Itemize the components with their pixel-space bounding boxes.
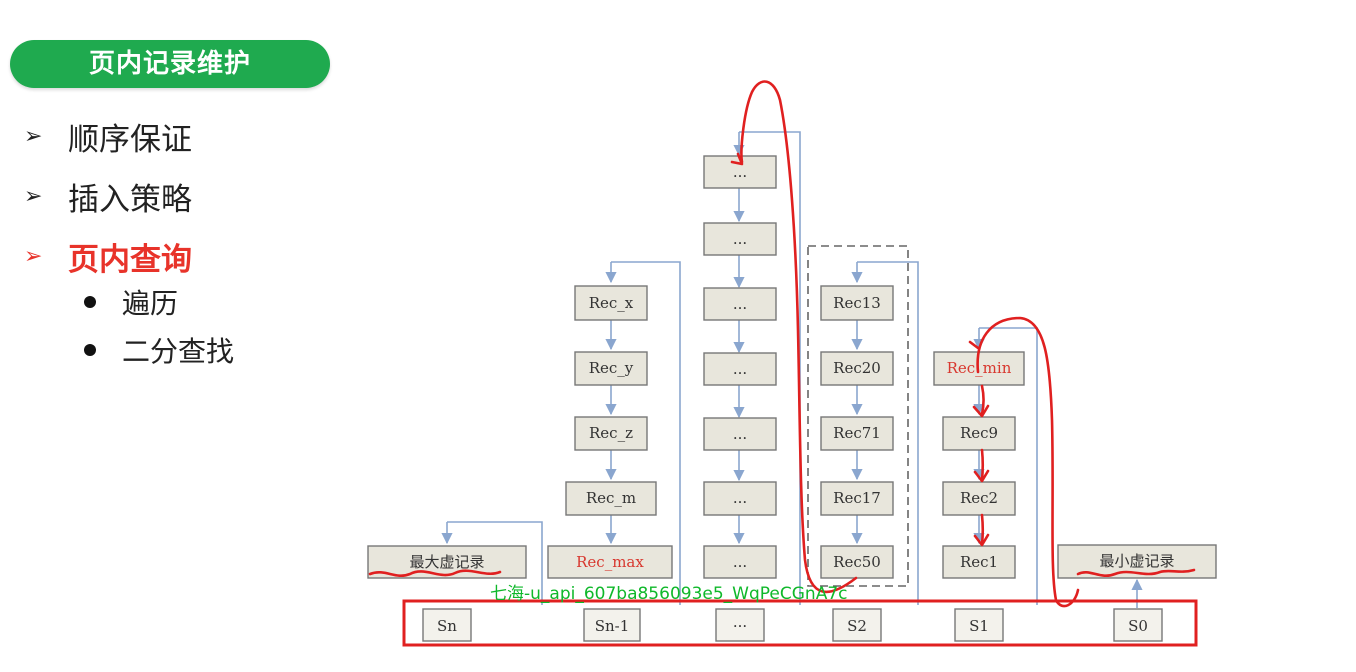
outline-item-insert: ➢ 插入策略	[24, 166, 192, 226]
outline-list: ➢ 顺序保证 ➢ 插入策略 ➢ 页内查询	[24, 106, 192, 286]
arrow-bullet-icon: ➢	[24, 243, 43, 269]
record-label: Rec_y	[589, 359, 634, 377]
record-label: Rec71	[833, 424, 881, 442]
slot-label: Sn	[437, 617, 457, 635]
record-box	[703, 417, 777, 451]
directory-slot	[954, 608, 1004, 642]
outline-item-label: 顺序保证	[68, 121, 192, 158]
directory-slot	[583, 608, 641, 642]
directory-slot	[1113, 608, 1163, 642]
section-title: 页内记录维护	[88, 49, 251, 79]
record-label: Rec20	[833, 359, 881, 377]
slot-label: ···	[733, 617, 747, 635]
slot-label: Sn-1	[595, 617, 630, 635]
record-box	[820, 481, 894, 516]
bullet-dot-icon	[84, 344, 96, 356]
arrow-bullet-icon: ➢	[24, 183, 43, 209]
record-label: ...	[733, 489, 747, 507]
record-box	[574, 416, 648, 451]
record-box-group-owner	[820, 545, 894, 579]
sub-item-traverse: 遍历	[84, 278, 234, 326]
sub-item-binary-search: 二分查找	[84, 326, 234, 374]
directory-slot	[422, 608, 472, 642]
outline-item-query: ➢ 页内查询	[24, 226, 192, 286]
record-box	[703, 352, 777, 386]
record-label: Rec_x	[589, 294, 634, 312]
record-label: Rec17	[833, 489, 881, 507]
record-label: Rec2	[960, 489, 998, 507]
record-box	[703, 481, 777, 516]
sub-item-label: 二分查找	[122, 335, 235, 368]
record-box	[703, 287, 777, 321]
slot-label: S2	[847, 617, 867, 635]
supremum-label: 最大虚记录	[409, 553, 484, 571]
record-box	[820, 351, 894, 386]
record-label: Rec50	[833, 553, 881, 571]
record-box	[703, 222, 777, 256]
outline-item-label: 插入策略	[68, 181, 192, 218]
record-label: Rec_z	[589, 424, 633, 442]
record-box	[942, 481, 1016, 516]
record-label: ...	[733, 553, 747, 571]
section-title-badge: 页内记录维护	[10, 40, 330, 88]
sub-item-label: 遍历	[122, 287, 179, 320]
record-box	[574, 285, 648, 321]
slot-label: S1	[969, 617, 989, 635]
record-box-group-owner	[703, 545, 777, 579]
arrow-bullet-icon: ➢	[24, 123, 43, 149]
hand-arrow-head-icon	[973, 533, 990, 547]
record-box-group-owner	[547, 545, 673, 579]
record-box	[820, 285, 894, 321]
record-label: ...	[733, 230, 747, 248]
record-box	[574, 351, 648, 386]
outline-item-order: ➢ 顺序保证	[24, 106, 192, 166]
group-highlight-dashed	[807, 245, 909, 587]
record-label-group-min: Rec_min	[947, 359, 1012, 377]
record-box	[942, 416, 1016, 451]
record-label: ...	[733, 360, 747, 378]
record-label: Rec9	[960, 424, 998, 442]
directory-slot	[715, 608, 765, 642]
slot-label: S0	[1128, 617, 1148, 635]
record-label: ...	[733, 163, 747, 181]
outline-item-label: 页内查询	[68, 241, 192, 278]
directory-slot	[832, 608, 882, 642]
record-label: Rec13	[833, 294, 881, 312]
record-label: Rec1	[960, 553, 998, 571]
hand-arrow-head-icon	[730, 152, 744, 166]
record-label: ...	[733, 295, 747, 313]
watermark-text: 七海-u_api_607ba856093e5_WqPeCGnA7c	[490, 584, 847, 604]
page-directory-highlight	[402, 599, 1198, 647]
hand-arrow-head-icon	[972, 404, 990, 418]
record-box	[820, 416, 894, 451]
sub-list: 遍历 二分查找	[84, 278, 234, 374]
record-label: ...	[733, 425, 747, 443]
bullet-dot-icon	[84, 296, 96, 308]
infimum-label: 最小虚记录	[1099, 552, 1174, 570]
record-box-group-owner	[942, 545, 1016, 579]
handwritten-annotations	[368, 80, 1196, 608]
record-label: Rec_m	[586, 489, 636, 507]
record-box	[565, 481, 657, 516]
record-label-group-max: Rec_max	[576, 553, 644, 571]
hand-arrow-head-icon	[973, 469, 990, 483]
